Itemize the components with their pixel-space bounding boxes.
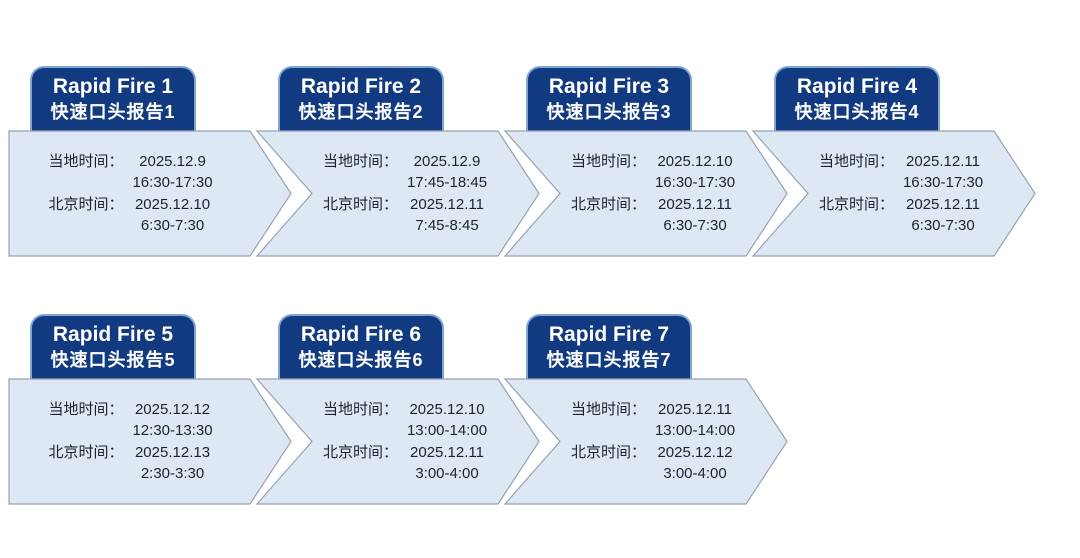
session-title-zh: 快速口头报告5 <box>50 350 176 370</box>
local-hours: 13:00-14:00 <box>406 422 488 439</box>
session-arrow-shape <box>255 130 540 257</box>
beijing-hours: 6:30-7:30 <box>663 217 727 234</box>
local-time-label: 当地时间： <box>322 400 398 418</box>
session-arrow-shape <box>503 378 788 505</box>
session-card: Rapid Fire 1 快速口头报告1 当地时间： 2025.12.9 16:… <box>8 66 298 266</box>
beijing-time-label: 北京时间： <box>48 443 124 461</box>
session-title-en: Rapid Fire 6 <box>300 323 422 346</box>
beijing-date: 2025.12.10 <box>134 195 211 213</box>
session-card: Rapid Fire 6 快速口头报告6 当地时间： 2025.12.10 13… <box>255 314 546 514</box>
session-title-en: Rapid Fire 5 <box>52 323 174 346</box>
local-hours: 17:45-18:45 <box>406 174 488 191</box>
session-times: 当地时间： 2025.12.11 16:30-17:30 北京时间： 2025.… <box>808 130 994 257</box>
session-title-zh: 快速口头报告2 <box>298 102 424 122</box>
local-date: 2025.12.11 <box>906 152 980 170</box>
session-times: 当地时间： 2025.12.11 13:00-14:00 北京时间： 2025.… <box>560 378 746 505</box>
session-badge: Rapid Fire 5 快速口头报告5 <box>30 314 196 382</box>
local-hours: 16:30-17:30 <box>654 174 736 191</box>
beijing-time-label: 北京时间： <box>570 443 646 461</box>
beijing-date: 2025.12.11 <box>410 443 484 461</box>
session-times: 当地时间： 2025.12.9 16:30-17:30 北京时间： 2025.1… <box>11 130 250 257</box>
local-time-label: 当地时间： <box>48 400 124 418</box>
local-hours: 13:00-14:00 <box>654 422 736 439</box>
session-badge: Rapid Fire 4 快速口头报告4 <box>774 66 940 134</box>
local-date: 2025.12.11 <box>658 400 732 418</box>
local-date: 2025.12.12 <box>134 400 211 418</box>
session-title-en: Rapid Fire 7 <box>548 323 670 346</box>
session-title-zh: 快速口头报告6 <box>298 350 424 370</box>
local-time-label: 当地时间： <box>322 152 398 170</box>
session-title-zh: 快速口头报告3 <box>546 102 672 122</box>
local-date: 2025.12.10 <box>409 400 485 418</box>
beijing-hours: 3:00-4:00 <box>663 465 727 482</box>
local-date: 2025.12.9 <box>413 152 481 170</box>
session-arrow-shape <box>8 130 292 257</box>
session-times: 当地时间： 2025.12.10 16:30-17:30 北京时间： 2025.… <box>560 130 746 257</box>
local-hours: 16:30-17:30 <box>132 174 213 191</box>
beijing-date: 2025.12.12 <box>657 443 733 461</box>
session-badge: Rapid Fire 2 快速口头报告2 <box>278 66 444 134</box>
session-times: 当地时间： 2025.12.9 17:45-18:45 北京时间： 2025.1… <box>312 130 498 257</box>
beijing-time-label: 北京时间： <box>570 195 646 213</box>
beijing-time-label: 北京时间： <box>48 195 124 213</box>
local-time-label: 当地时间： <box>48 152 124 170</box>
arrow-polygon <box>503 130 788 257</box>
beijing-date: 2025.12.11 <box>658 195 732 213</box>
session-card: Rapid Fire 3 快速口头报告3 当地时间： 2025.12.10 16… <box>503 66 794 266</box>
local-date: 2025.12.10 <box>657 152 733 170</box>
session-times: 当地时间： 2025.12.12 12:30-13:30 北京时间： 2025.… <box>11 378 250 505</box>
session-arrow-shape <box>751 130 1036 257</box>
local-hours: 16:30-17:30 <box>902 174 984 191</box>
session-card: Rapid Fire 7 快速口头报告7 当地时间： 2025.12.11 13… <box>503 314 794 514</box>
session-title-en: Rapid Fire 4 <box>796 75 918 98</box>
local-hours: 12:30-13:30 <box>132 422 213 439</box>
session-title-zh: 快速口头报告4 <box>794 102 920 122</box>
session-card: Rapid Fire 5 快速口头报告5 当地时间： 2025.12.12 12… <box>8 314 298 514</box>
arrow-polygon <box>255 378 540 505</box>
beijing-time-label: 北京时间： <box>818 195 894 213</box>
session-arrow-shape <box>8 378 292 505</box>
local-time-label: 当地时间： <box>818 152 894 170</box>
session-title-en: Rapid Fire 3 <box>548 75 670 98</box>
arrow-polygon <box>8 378 292 505</box>
beijing-hours: 2:30-3:30 <box>140 465 205 482</box>
arrow-polygon <box>8 130 292 257</box>
session-arrow-shape <box>503 130 788 257</box>
session-card: Rapid Fire 2 快速口头报告2 当地时间： 2025.12.9 17:… <box>255 66 546 266</box>
session-title-zh: 快速口头报告1 <box>50 102 176 122</box>
local-time-label: 当地时间： <box>570 400 646 418</box>
beijing-time-label: 北京时间： <box>322 195 398 213</box>
session-badge: Rapid Fire 7 快速口头报告7 <box>526 314 692 382</box>
session-card: Rapid Fire 4 快速口头报告4 当地时间： 2025.12.11 16… <box>751 66 1042 266</box>
session-times: 当地时间： 2025.12.10 13:00-14:00 北京时间： 2025.… <box>312 378 498 505</box>
beijing-hours: 3:00-4:00 <box>415 465 479 482</box>
arrow-polygon <box>255 130 540 257</box>
beijing-date: 2025.12.11 <box>410 195 484 213</box>
beijing-date: 2025.12.13 <box>134 443 211 461</box>
session-title-en: Rapid Fire 1 <box>52 75 174 98</box>
session-badge: Rapid Fire 3 快速口头报告3 <box>526 66 692 134</box>
session-arrow-shape <box>255 378 540 505</box>
beijing-hours: 6:30-7:30 <box>140 217 205 234</box>
arrow-polygon <box>503 378 788 505</box>
session-badge: Rapid Fire 1 快速口头报告1 <box>30 66 196 134</box>
arrow-polygon <box>751 130 1036 257</box>
beijing-time-label: 北京时间： <box>322 443 398 461</box>
beijing-hours: 7:45-8:45 <box>415 217 479 234</box>
beijing-date: 2025.12.11 <box>906 195 980 213</box>
local-time-label: 当地时间： <box>570 152 646 170</box>
session-title-en: Rapid Fire 2 <box>300 75 422 98</box>
session-title-zh: 快速口头报告7 <box>546 350 672 370</box>
beijing-hours: 6:30-7:30 <box>911 217 975 234</box>
session-badge: Rapid Fire 6 快速口头报告6 <box>278 314 444 382</box>
local-date: 2025.12.9 <box>139 152 206 170</box>
